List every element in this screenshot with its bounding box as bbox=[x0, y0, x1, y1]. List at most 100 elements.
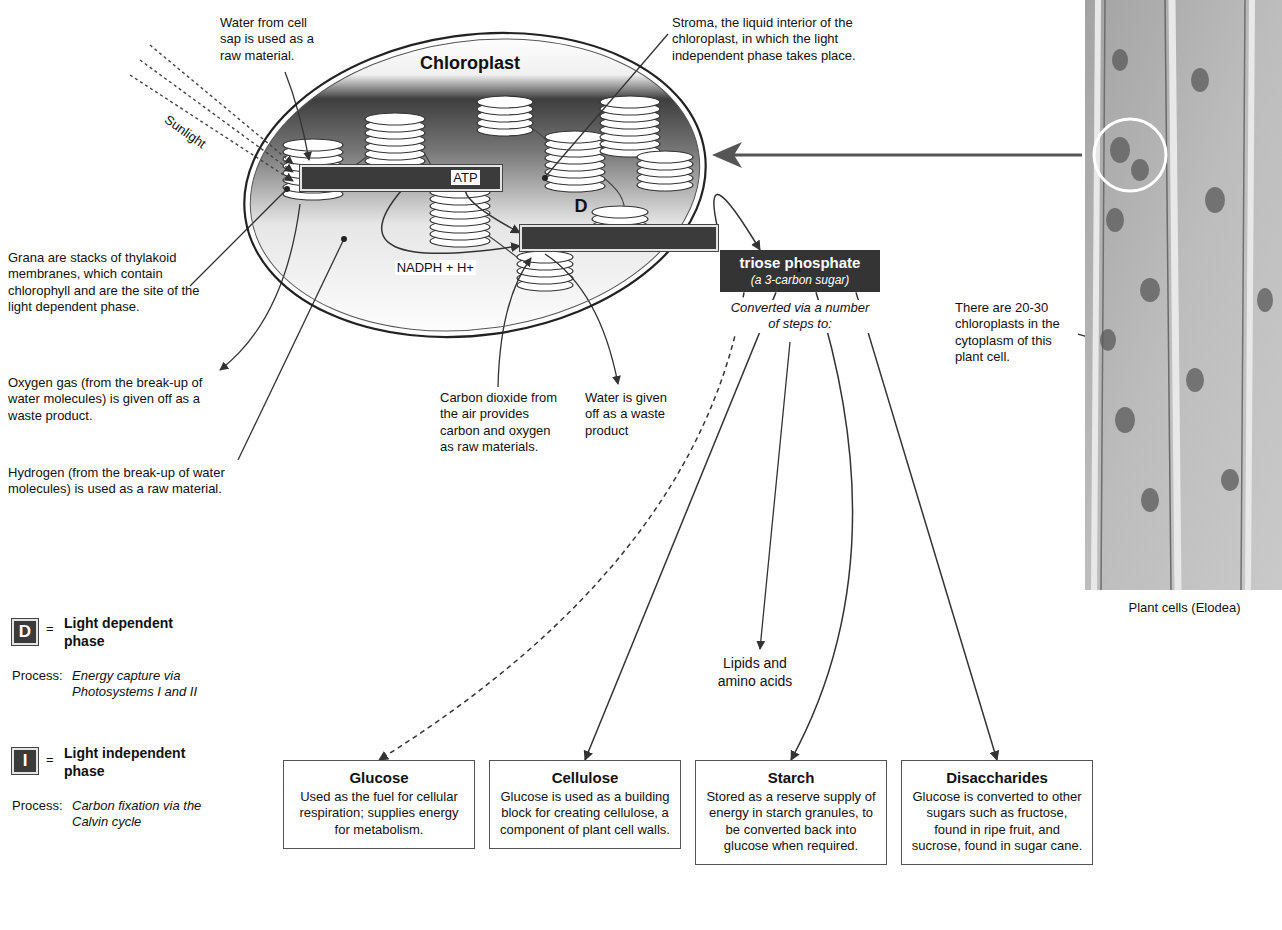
granum bbox=[517, 251, 573, 291]
key-text: Energy capture via Photosystems I and II bbox=[72, 668, 217, 701]
label-box: Light dependent phase bbox=[64, 615, 194, 650]
photo-chloroplast bbox=[1257, 288, 1273, 312]
photo-chloroplast bbox=[1131, 159, 1149, 181]
photo-chloroplast bbox=[1110, 137, 1130, 163]
photo-ground bbox=[1085, 0, 1282, 590]
phase-letter: D bbox=[575, 196, 588, 217]
light-ray bbox=[140, 60, 293, 172]
chloroplast-title: Chloroplast bbox=[420, 53, 520, 74]
label-box: Hydrogen (from the break-up of water mol… bbox=[8, 465, 243, 498]
box-heading: Starch bbox=[704, 769, 878, 786]
note-label: Hydrogen (from the break-up of water mol… bbox=[8, 465, 243, 498]
photo-chloroplast bbox=[1141, 488, 1159, 512]
inner-membrane bbox=[231, 11, 719, 359]
phase-letter: D bbox=[19, 622, 31, 642]
note-label: Grana are stacks of thylakoid membranes,… bbox=[8, 250, 213, 315]
box-heading: Cellulose bbox=[498, 769, 672, 786]
box-body: Glucose is converted to other sugars suc… bbox=[910, 789, 1084, 854]
granum bbox=[545, 131, 605, 192]
phase-marker: I bbox=[520, 225, 718, 251]
connector bbox=[382, 191, 520, 253]
note-label: Water is given off as a waste product bbox=[585, 390, 680, 439]
key-title: Light dependent phase bbox=[64, 615, 194, 650]
outer-membrane bbox=[224, 4, 725, 366]
label-box: Carbon fixation via the Calvin cycle bbox=[72, 798, 217, 831]
sunlight-rays bbox=[130, 45, 293, 181]
box-body: Used as the fuel for cellular respiratio… bbox=[292, 789, 466, 838]
photo-caption: Plant cells (Elodea) bbox=[1092, 600, 1277, 616]
leader-dot bbox=[341, 236, 347, 242]
label-box: Grana are stacks of thylakoid membranes,… bbox=[8, 250, 213, 315]
photo-chloroplast bbox=[1191, 68, 1209, 92]
key-title: Light independent phase bbox=[64, 745, 199, 780]
phase-letter: I bbox=[23, 751, 28, 771]
elodea-photo bbox=[1085, 0, 1282, 590]
leader-dot bbox=[542, 175, 548, 181]
note-label: Converted via a number of steps to: bbox=[725, 300, 875, 333]
granum bbox=[430, 186, 490, 247]
connector bbox=[585, 292, 776, 760]
label-box: Stroma, the liquid interior of the chlor… bbox=[672, 15, 887, 64]
cell-wall bbox=[1241, 0, 1245, 590]
oxygen-arrow bbox=[220, 204, 300, 370]
label-box: Carbon dioxide from the air provides car… bbox=[440, 390, 558, 455]
connector bbox=[714, 195, 760, 250]
connector bbox=[379, 292, 744, 760]
note-label: Oxygen gas (from the break-up of water m… bbox=[8, 375, 223, 424]
key-marker: D bbox=[12, 619, 38, 645]
sunlight-label: Sunlight bbox=[152, 105, 219, 158]
photo-chloroplast bbox=[1112, 49, 1128, 71]
granum bbox=[600, 96, 660, 157]
note-label: Water from cell sap is used as a raw mat… bbox=[220, 15, 328, 64]
edge-label-box: ATP bbox=[451, 170, 479, 185]
label-box: Water from cell sap is used as a raw mat… bbox=[220, 15, 328, 64]
granum bbox=[477, 96, 533, 136]
box-body: Stored as a reserve supply of energy in … bbox=[704, 789, 878, 854]
photo-chloroplast bbox=[1186, 368, 1204, 392]
leader-dot bbox=[284, 186, 290, 192]
label-box: Process: bbox=[12, 798, 72, 814]
product-box: StarchStored as a reserve supply of ener… bbox=[695, 760, 887, 865]
box-heading: Disaccharides bbox=[910, 769, 1084, 786]
water-in-arrow bbox=[285, 72, 309, 160]
cell-wall bbox=[1172, 0, 1178, 590]
lipids-arrow bbox=[760, 342, 790, 649]
leader-line bbox=[238, 241, 343, 460]
edge-label-box: NADPH + H+ bbox=[395, 260, 476, 275]
box-body: Glucose is used as a building block for … bbox=[498, 789, 672, 838]
cell-wall bbox=[1248, 0, 1252, 590]
cell-wall bbox=[1165, 0, 1171, 590]
photo-chloroplast bbox=[1221, 469, 1239, 491]
photo-chloroplast bbox=[1115, 407, 1135, 433]
photo-chloroplast bbox=[1100, 329, 1116, 351]
product-box: GlucoseUsed as the fuel for cellular res… bbox=[283, 760, 475, 849]
box-subtitle: (a 3-carbon sugar) bbox=[726, 273, 874, 289]
label-box: Oxygen gas (from the break-up of water m… bbox=[8, 375, 223, 424]
product-box: triose phosphate(a 3-carbon sugar) bbox=[720, 250, 880, 292]
photo-chloroplast bbox=[1106, 208, 1124, 232]
product-label: Lipids and amino acids bbox=[705, 655, 805, 690]
zoom-arrow-head bbox=[712, 142, 742, 168]
key-label: Process: bbox=[12, 668, 72, 684]
edge-label: ATP bbox=[451, 170, 479, 185]
product-box: DisaccharidesGlucose is converted to oth… bbox=[901, 760, 1093, 865]
key-text: Carbon fixation via the Calvin cycle bbox=[72, 798, 217, 831]
co2-arrow bbox=[498, 258, 531, 387]
cell-wall bbox=[1101, 0, 1105, 590]
label-box: Process: bbox=[12, 668, 72, 684]
product-box: CelluloseGlucose is used as a building b… bbox=[489, 760, 681, 849]
granum bbox=[637, 151, 693, 191]
label-box: = bbox=[46, 621, 62, 637]
note-label: Carbon dioxide from the air provides car… bbox=[440, 390, 558, 455]
box-heading: triose phosphate bbox=[726, 254, 874, 273]
label-box: Energy capture via Photosystems I and II bbox=[72, 668, 217, 701]
light-ray bbox=[130, 75, 293, 181]
cell-wall bbox=[1094, 0, 1098, 590]
edge-label: NADPH + H+ bbox=[395, 260, 476, 275]
highlight-circle bbox=[1094, 119, 1166, 191]
label-box: Converted via a number of steps to: bbox=[725, 300, 875, 333]
note-label: There are 20-30 chloroplasts in the cyto… bbox=[955, 300, 1077, 365]
key-marker: I bbox=[12, 748, 38, 774]
